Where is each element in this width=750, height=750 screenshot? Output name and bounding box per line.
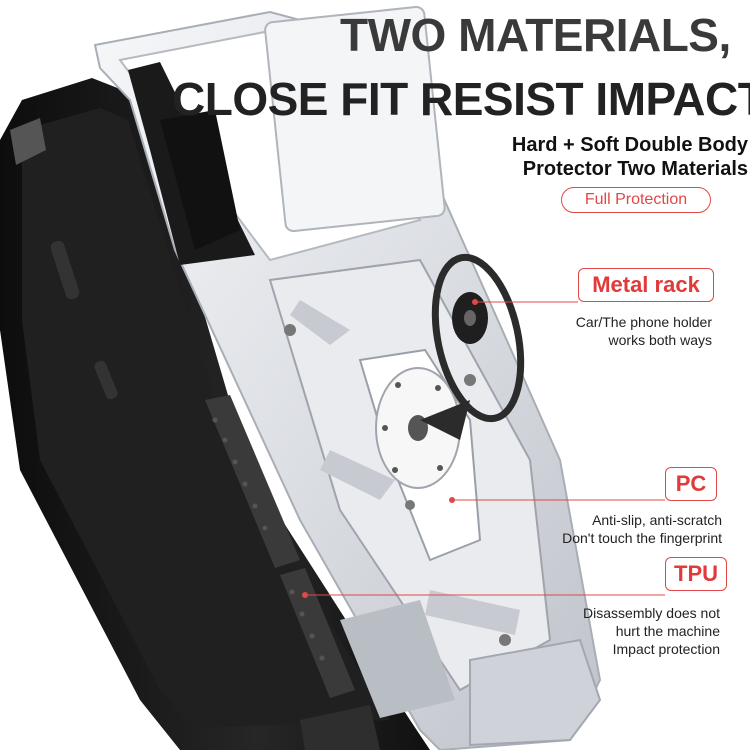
metal-rack-desc-line: Car/The phone holder xyxy=(575,314,712,330)
tpu-back-case xyxy=(0,78,430,750)
pc-label: PC xyxy=(665,467,717,501)
headline-line-2: CLOSE FIT RESIST IMPACT xyxy=(172,73,750,125)
tpu-desc-line: Disassembly does not xyxy=(583,605,720,621)
headline-line-1: TWO MATERIALS, xyxy=(340,9,731,61)
tpu-desc-line: Impact protection xyxy=(612,641,720,657)
tpu-description: Disassembly does not hurt the machine Im… xyxy=(583,604,720,658)
pc-desc-line: Don't touch the fingerprint xyxy=(562,530,722,546)
metal-rack-description: Car/The phone holder works both ways xyxy=(576,313,712,349)
pc-silver-frame xyxy=(93,6,602,750)
metal-ring-holder xyxy=(420,253,525,440)
pointer-lines xyxy=(302,299,665,598)
tpu-label: TPU xyxy=(665,557,727,591)
pc-desc-line: Anti-slip, anti-scratch xyxy=(592,512,722,528)
pc-description: Anti-slip, anti-scratch Don't touch the … xyxy=(562,511,722,547)
full-protection-badge: Full Protection xyxy=(561,187,711,213)
subheading-line-2: Protector Two Materials xyxy=(522,158,748,180)
subheading-line-1: Hard + Soft Double Body xyxy=(511,134,748,156)
metal-rack-desc-line: works both ways xyxy=(608,332,712,348)
metal-rack-label: Metal rack xyxy=(578,268,714,302)
tpu-desc-line: hurt the machine xyxy=(615,623,720,639)
